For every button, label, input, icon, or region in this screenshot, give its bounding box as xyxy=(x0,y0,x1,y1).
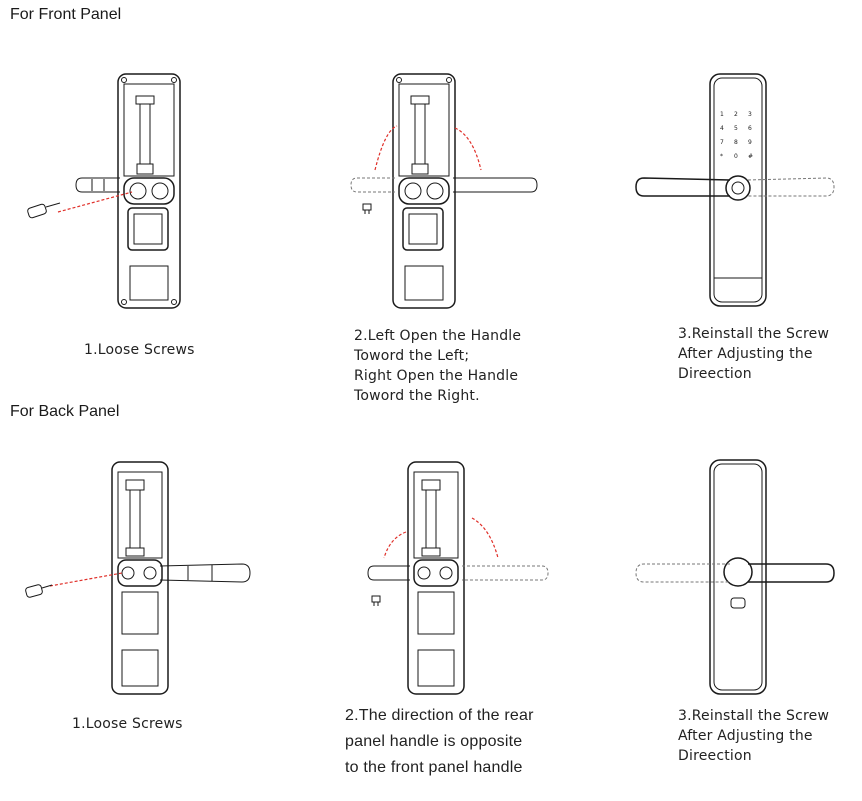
lock-panel-inner-view xyxy=(117,73,181,309)
handle-right-position xyxy=(748,563,835,583)
caption-line: 1.Loose Screws xyxy=(84,342,195,358)
back-step1-figure xyxy=(25,461,251,695)
curved-arrow-icon xyxy=(471,517,499,559)
caption-line: 2.The direction of the rear xyxy=(345,707,534,724)
key-0: 0 xyxy=(734,153,738,160)
front-step1-caption: 1.Loose Screws xyxy=(84,340,195,360)
key-star: * xyxy=(720,153,723,160)
caption-line: After Adjusting the xyxy=(678,346,813,362)
curved-arrow-icon xyxy=(374,125,398,171)
key-7: 7 xyxy=(720,139,724,146)
key-6: 6 xyxy=(748,125,752,132)
curved-arrow-icon xyxy=(454,127,482,171)
front-panel-title: For Front Panel xyxy=(10,6,122,23)
caption-line: panel handle is opposite xyxy=(345,733,523,750)
handle-right-position xyxy=(453,177,538,193)
back-step3-caption: 3.Reinstall the Screw After Adjusting th… xyxy=(678,706,829,766)
front-step2-caption: 2.Left Open the Handle Toword the Left; … xyxy=(354,326,521,406)
keyhole-icon xyxy=(730,597,746,609)
handle-right-position xyxy=(462,565,549,581)
handle-left-position xyxy=(635,563,730,583)
caption-line: Right Open the Handle xyxy=(354,368,519,384)
screw-icon xyxy=(362,203,372,214)
key-5: 5 xyxy=(734,125,738,132)
back-panel-title: For Back Panel xyxy=(10,403,120,420)
lock-panel-inner-view xyxy=(407,461,465,695)
screw-icon xyxy=(371,595,381,606)
removal-arrow xyxy=(49,572,123,587)
lock-front-view: 1 2 3 4 5 6 7 8 9 * 0 # xyxy=(709,73,767,307)
key-8: 8 xyxy=(734,139,738,146)
handle-left-position xyxy=(635,177,731,197)
keypad: 1 2 3 4 5 6 7 8 9 * 0 # xyxy=(720,111,753,160)
caption-line: 3.Reinstall the Screw xyxy=(678,326,830,342)
front-step2-figure xyxy=(350,73,538,309)
caption-line: to the front panel handle xyxy=(345,759,523,776)
screwdriver-icon xyxy=(27,202,61,219)
caption-line: 1.Loose Screws xyxy=(72,716,183,732)
key-1: 1 xyxy=(720,111,724,118)
back-step2-caption: 2.The direction of the rear panel handle… xyxy=(345,703,534,781)
handle-outline xyxy=(159,563,251,583)
key-hash: # xyxy=(748,153,753,160)
back-step2-figure xyxy=(367,461,549,695)
handle-outline xyxy=(75,177,120,193)
back-step3-figure xyxy=(635,459,835,695)
lock-panel-inner-view xyxy=(392,73,456,309)
key-9: 9 xyxy=(748,139,752,146)
caption-line: Direection xyxy=(678,366,752,382)
front-step3-caption: 3.Reinstall the Screw After Adjusting th… xyxy=(678,324,829,384)
key-3: 3 xyxy=(748,111,752,118)
back-step1-caption: 1.Loose Screws xyxy=(72,714,183,734)
screwdriver-icon xyxy=(25,584,53,598)
caption-line: 3.Reinstall the Screw xyxy=(678,708,830,724)
key-4: 4 xyxy=(720,125,724,132)
caption-line: Toword the Right. xyxy=(354,388,480,404)
front-step1-figure xyxy=(27,73,181,309)
lock-front-view xyxy=(709,459,767,695)
caption-line: Toword the Left; xyxy=(354,348,470,364)
front-step3-figure: 1 2 3 4 5 6 7 8 9 * 0 # xyxy=(635,73,835,307)
caption-line: After Adjusting the xyxy=(678,728,813,744)
handle-left-position xyxy=(367,565,410,581)
removal-arrow xyxy=(57,191,133,213)
curved-arrow-icon xyxy=(383,531,407,559)
handle-left-position xyxy=(350,177,395,193)
caption-line: 2.Left Open the Handle xyxy=(354,328,522,344)
caption-line: Direection xyxy=(678,748,752,764)
key-2: 2 xyxy=(734,111,738,118)
handle-right-position xyxy=(747,177,835,197)
lock-panel-inner-view xyxy=(111,461,169,695)
